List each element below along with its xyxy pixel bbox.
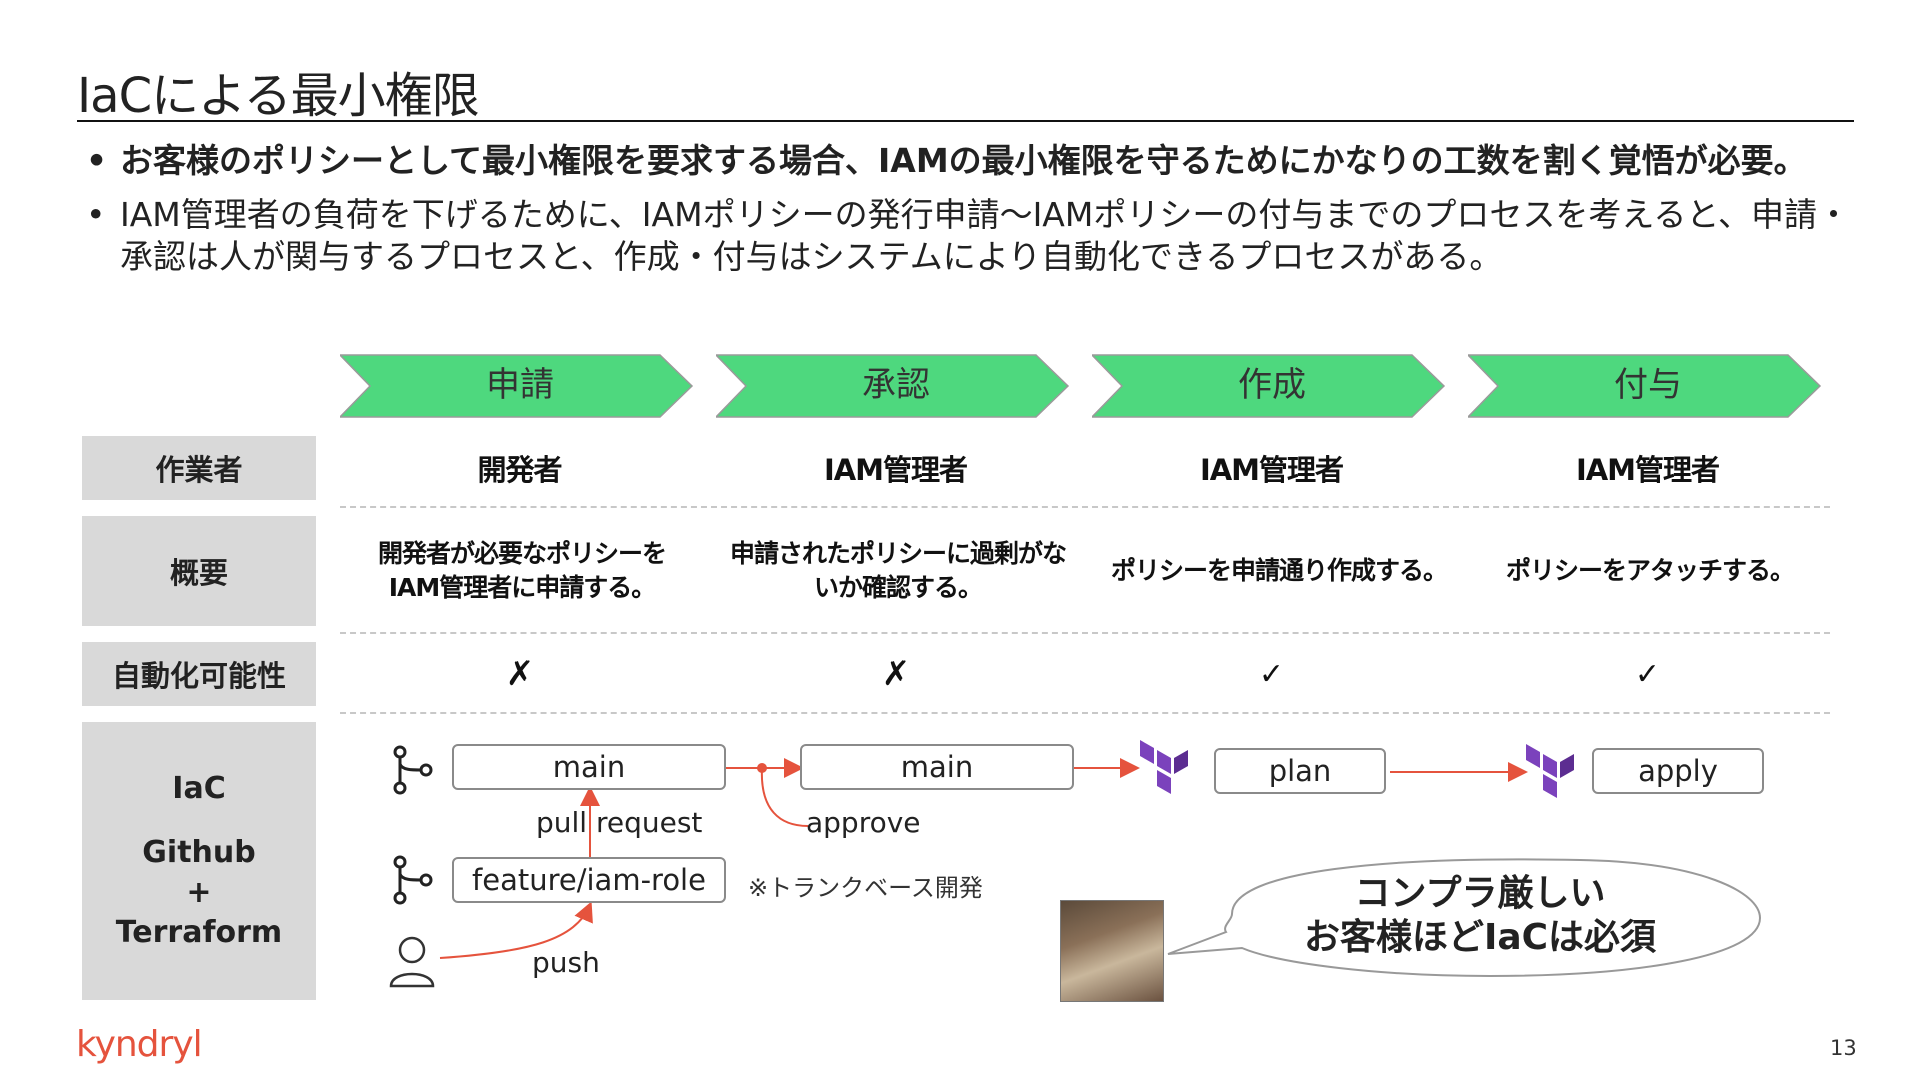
iac-head-line: Github xyxy=(142,835,256,870)
stage-chevron: 付与 xyxy=(1468,353,1828,419)
terraform-apply-box: apply xyxy=(1592,748,1764,794)
page-number: 13 xyxy=(1830,1036,1857,1060)
row-divider xyxy=(340,506,1830,508)
stage-chevron: 作成 xyxy=(1092,353,1452,419)
speech-bubble xyxy=(1167,858,1762,978)
worker-cell: 開発者 xyxy=(477,453,562,487)
branch-box-main: main xyxy=(452,744,726,790)
kyndryl-logo: kyndryl xyxy=(76,1024,203,1065)
row-header-iac: IaC Github + Terraform xyxy=(82,722,316,1000)
row-divider xyxy=(340,712,1830,714)
stage-label: 申請 xyxy=(486,365,554,405)
worker-cell: IAM管理者 xyxy=(1199,453,1344,487)
summary-cell: 申請されたポリシーに過剰がないか確認する。 xyxy=(729,539,1067,602)
worker-cell: IAM管理者 xyxy=(1575,453,1720,487)
iac-head-line: Terraform xyxy=(115,915,283,950)
pull-request-label: pull request xyxy=(536,806,703,839)
check-mark: ✓ xyxy=(1634,656,1661,692)
iac-head-line: IaC xyxy=(172,771,226,806)
cross-mark: ✗ xyxy=(881,654,911,694)
worker-cell: IAM管理者 xyxy=(823,453,968,487)
stage-chevron: 承認 xyxy=(716,353,1076,419)
bubble-line: お客様ほどIaCは必須 xyxy=(1303,917,1657,958)
row-divider xyxy=(340,632,1830,634)
branch-box-feature: feature/iam-role xyxy=(452,857,726,903)
title-divider xyxy=(77,120,1854,122)
cross-mark: ✗ xyxy=(505,654,535,694)
push-label: push xyxy=(532,946,600,979)
summary-cell: ポリシーを申請通り作成する。 xyxy=(1110,556,1448,585)
row-header-summary: 概要 xyxy=(82,516,316,626)
terraform-logo-icon xyxy=(1140,740,1188,794)
terraform-logo-icon xyxy=(1526,744,1574,798)
branch-box-main: main xyxy=(800,744,1074,790)
bubble-line: コンプラ厳しい xyxy=(1354,873,1606,914)
slide-title: IaCによる最小権限 xyxy=(77,68,480,124)
iac-head-line: + xyxy=(186,875,212,910)
row-header-automation: 自動化可能性 xyxy=(82,642,316,706)
bullet-list: お客様のポリシーとして最小権限を要求する場合、IAMの最小権限を守るためにかなり… xyxy=(86,140,1856,290)
summary-cell: 開発者が必要なポリシーをIAM管理者に申請する。 xyxy=(377,539,667,602)
stage-chevron: 申請 xyxy=(340,353,700,419)
terraform-plan-box: plan xyxy=(1214,748,1386,794)
bullet-item: IAM管理者の負荷を下げるために、IAMポリシーの発行申請〜IAMポリシーの付与… xyxy=(86,194,1856,278)
check-mark: ✓ xyxy=(1258,656,1285,692)
bullet-item: お客様のポリシーとして最小権限を要求する場合、IAMの最小権限を守るためにかなり… xyxy=(86,140,1856,182)
git-branch-icon xyxy=(393,745,433,795)
row-header-worker: 作業者 xyxy=(82,436,316,500)
trunk-based-note: ※トランクベース開発 xyxy=(748,874,983,902)
speech-bubble-text: コンプラ厳しい お客様ほどIaCは必須 xyxy=(1200,872,1760,960)
presenter-photo xyxy=(1060,900,1164,1002)
approve-label: approve xyxy=(806,806,921,839)
summary-cell: ポリシーをアタッチする。 xyxy=(1505,556,1795,585)
git-branch-icon xyxy=(393,855,433,905)
user-icon xyxy=(389,936,435,988)
stage-label: 承認 xyxy=(862,365,930,405)
stage-label: 作成 xyxy=(1238,365,1306,405)
stage-label: 付与 xyxy=(1614,365,1682,405)
